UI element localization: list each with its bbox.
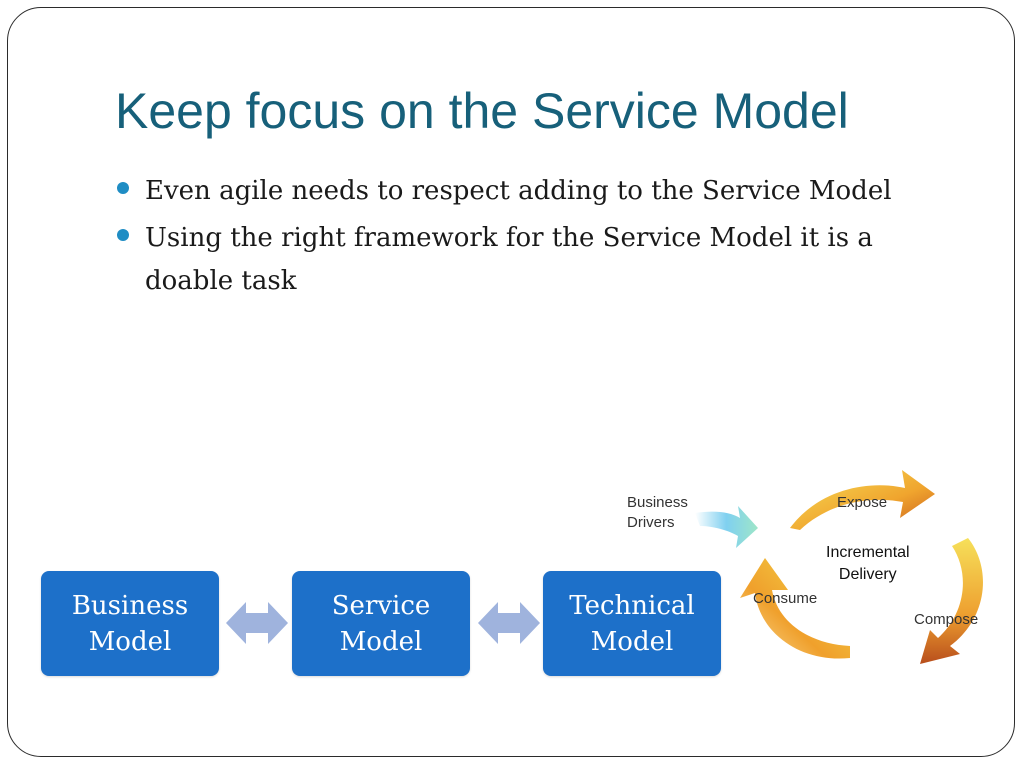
- box-label-line1: Technical: [569, 590, 695, 621]
- bullet-item: Using the right framework for the Servic…: [115, 217, 905, 303]
- compose-label: Compose: [914, 611, 979, 628]
- box-label-line1: Service: [331, 590, 431, 621]
- bullet-text: Even agile needs to respect adding to th…: [145, 176, 892, 206]
- consume-label: Consume: [753, 590, 818, 607]
- cycle-arrows-graphic: [695, 470, 983, 664]
- box-label-line1: Business: [71, 590, 189, 621]
- slide-title: Keep focus on the Service Model: [115, 83, 849, 139]
- box-label-line2: Model: [339, 626, 423, 657]
- incremental-delivery-cycle: Business Drivers Incremental Delivery Ex…: [600, 458, 1020, 688]
- service-model-box: Service Model: [292, 571, 470, 676]
- box-label-line2: Model: [590, 626, 674, 657]
- bullet-list: Even agile needs to respect adding to th…: [115, 170, 905, 307]
- cycle-label-line1: Business: [627, 494, 688, 511]
- technical-model-box: Technical Model: [543, 571, 721, 676]
- center-label-line2: Delivery: [838, 566, 897, 583]
- double-arrow-icon: [478, 602, 540, 644]
- business-drivers-label: Business Drivers: [627, 493, 688, 533]
- bullet-marker: [117, 182, 129, 194]
- bullet-text: Using the right framework for the Servic…: [145, 223, 873, 296]
- expose-label: Expose: [837, 494, 888, 511]
- center-label-line1: Incremental: [826, 544, 910, 561]
- bullet-marker: [117, 229, 129, 241]
- business-model-box: Business Model: [41, 571, 219, 676]
- incremental-delivery-label: Incremental Delivery: [826, 542, 910, 586]
- cycle-label-line2: Drivers: [627, 514, 675, 531]
- slide-frame: [7, 7, 1015, 757]
- box-label-line2: Model: [88, 626, 172, 657]
- double-arrow-icon: [226, 602, 288, 644]
- bullet-item: Even agile needs to respect adding to th…: [115, 170, 905, 213]
